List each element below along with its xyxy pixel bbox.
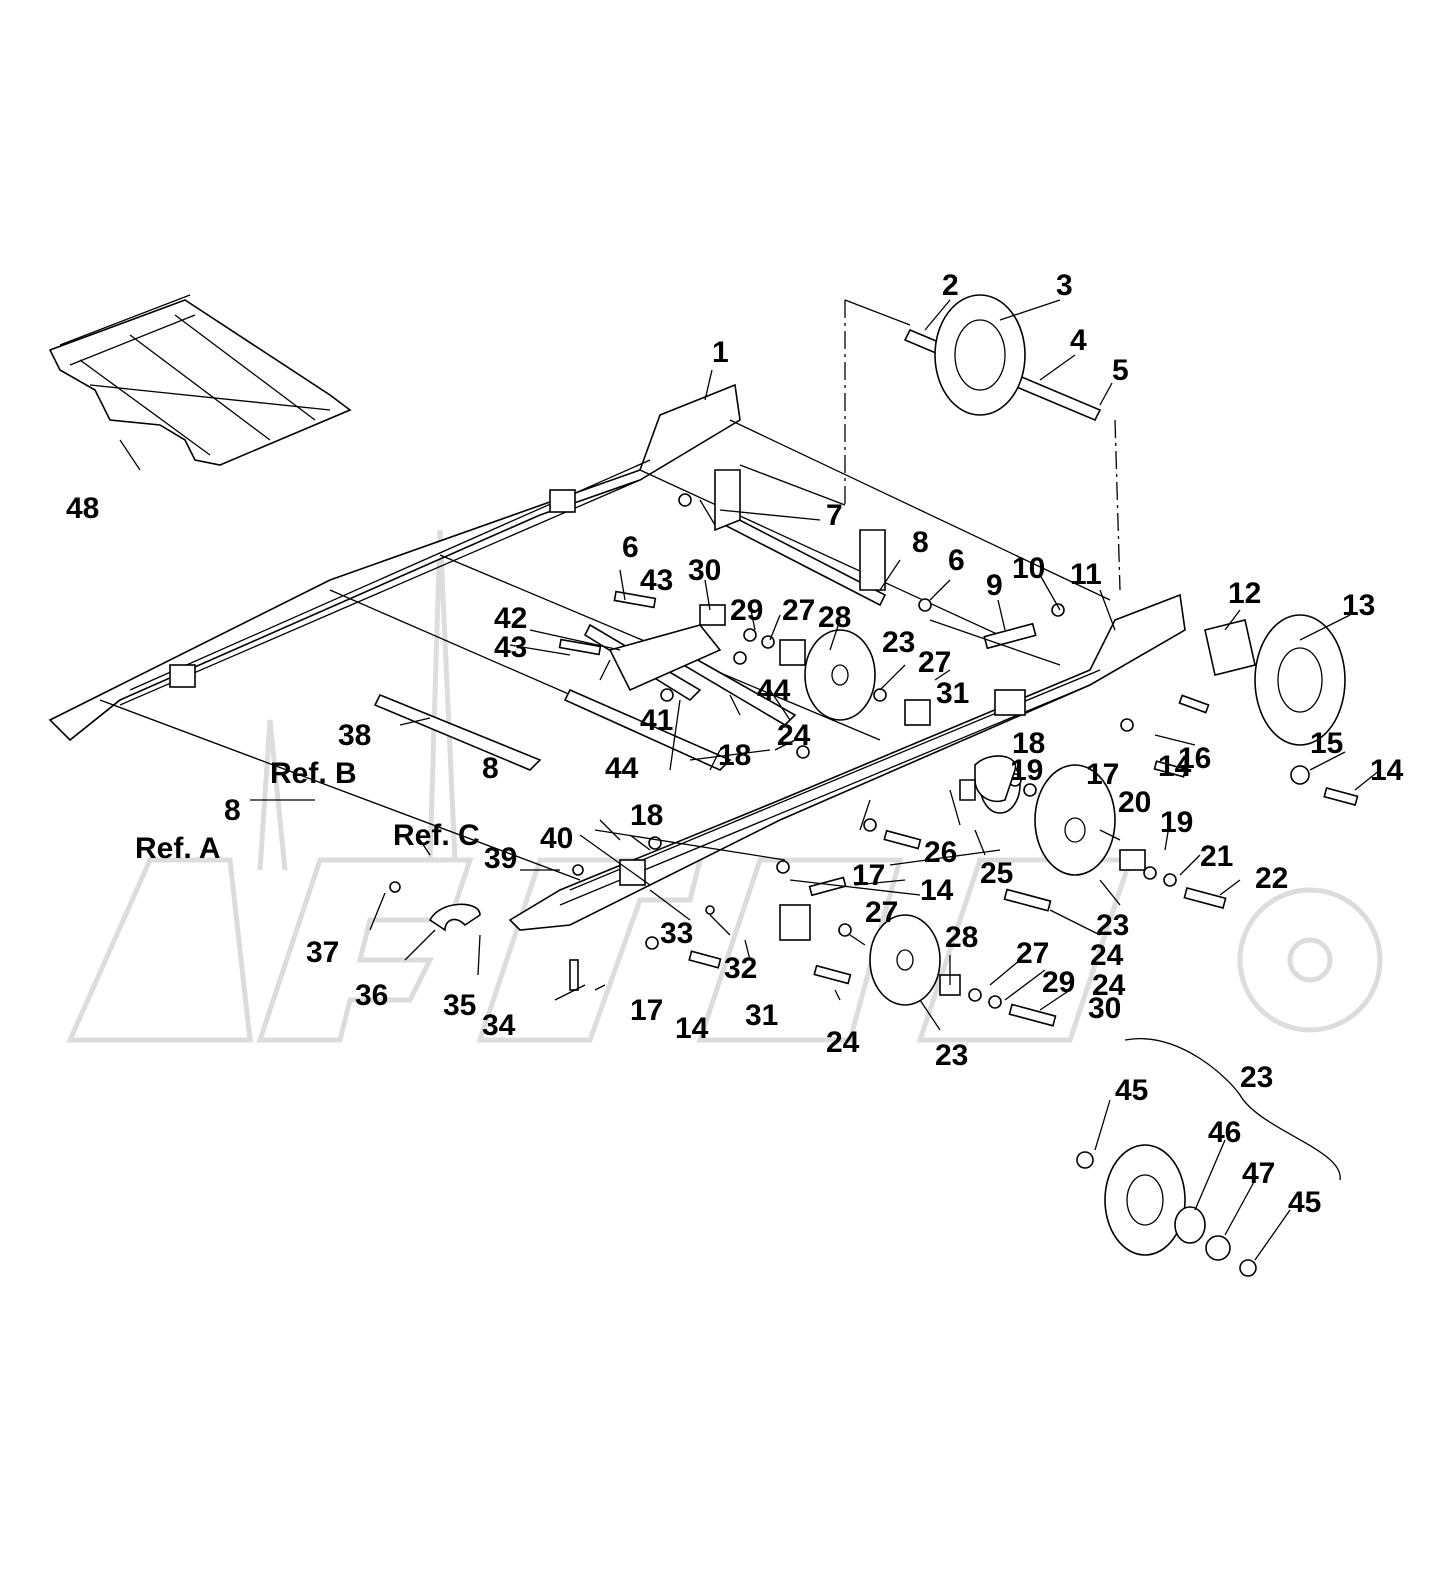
callout-label: 3 [1056,269,1073,302]
callout-label: 8 [482,752,499,785]
callout-label: 7 [826,499,843,532]
callout-label: 45 [1115,1074,1148,1107]
leader-lines [119,299,1381,1261]
callout-label: 36 [355,979,388,1012]
callout-label: 30 [688,554,721,587]
callout-label: 45 [1288,1186,1321,1219]
callout-labels: 1 2 3 4 5 6 6 7 8 8 8 9 10 11 12 13 14 1… [66,269,1404,1219]
callout-label: 16 [1178,742,1211,775]
callout-label: 34 [482,1009,516,1042]
callout-label: 40 [540,822,573,855]
callout-label: 20 [1118,786,1151,819]
callout-label: 4 [1070,324,1087,357]
callout-label: 43 [640,564,673,597]
callout-label: 18 [718,739,751,772]
callout-label: 23 [1096,909,1129,942]
callout-label: 31 [936,677,969,710]
callout-label: 24 [826,1026,860,1059]
callout-label: 46 [1208,1116,1241,1149]
callout-label: 27 [918,646,951,679]
callout-label: 11 [1070,558,1102,591]
centerlines [739,299,1341,1181]
callout-label: 38 [338,719,371,752]
callout-label: 17 [630,994,663,1027]
callout-label: 19 [1160,806,1193,839]
callout-label: 14 [675,1012,709,1045]
callout-label: 32 [724,952,757,985]
callout-label: 14 [920,874,954,907]
callout-label: 6 [622,531,639,564]
callout-label: 24 [777,719,811,752]
idler-wheels [804,294,1346,1256]
callout-label: 15 [1310,727,1343,760]
callout-label: 27 [865,896,898,929]
callout-label: 42 [494,602,527,635]
callout-label: 28 [818,601,851,634]
callout-label: 26 [924,836,957,869]
callout-label: 14 [1370,754,1404,787]
callout-label: 35 [443,989,476,1022]
ref-label-c: Ref. C [393,819,480,852]
callout-label: 31 [745,999,778,1032]
callout-label: 41 [640,704,673,737]
track-illustration [48,294,352,466]
callout-label: 19 [1010,754,1043,787]
callout-label: 9 [986,569,1003,602]
callout-label: 8 [224,794,241,827]
ref-label-a: Ref. A [135,832,221,865]
callout-label: 23 [882,626,915,659]
callout-label: 14 [1158,750,1192,783]
callout-label: 39 [484,842,517,875]
callout-label: 2 [942,269,959,302]
callout-label: 47 [1242,1157,1275,1190]
callout-label: 5 [1112,354,1129,387]
callout-label: 8 [912,526,929,559]
callout-label: 23 [935,1039,968,1072]
callout-label: 44 [605,752,639,785]
callout-label: 13 [1342,589,1375,622]
callout-label: 24 [1090,939,1124,972]
callout-label: 1 [712,336,729,369]
callout-label: 33 [660,917,693,950]
callout-label: 29 [730,594,763,627]
callout-label: 24 [1092,969,1126,1002]
callout-label: 10 [1012,552,1045,585]
callout-label: 12 [1228,577,1261,610]
callout-label: 25 [980,857,1013,890]
callout-label: 48 [66,492,99,525]
callout-label: 21 [1200,840,1233,873]
callout-label: 44 [757,674,791,707]
callout-label: 23 [1240,1061,1273,1094]
ref-label-b: Ref. B [270,757,357,790]
callout-label: 18 [630,799,663,832]
callout-label: 30 [1088,992,1121,1025]
callout-label: 43 [494,631,527,664]
callout-label: 17 [852,859,885,892]
callout-label: 22 [1255,862,1288,895]
callout-label: 18 [1012,727,1045,760]
callout-label: 37 [306,936,339,969]
callout-label: 17 [1086,758,1119,791]
callout-label: 28 [945,921,978,954]
callout-label: 29 [1042,966,1075,999]
callout-label: 6 [948,544,965,577]
callout-label: 27 [1016,937,1049,970]
callout-label: 27 [782,594,815,627]
